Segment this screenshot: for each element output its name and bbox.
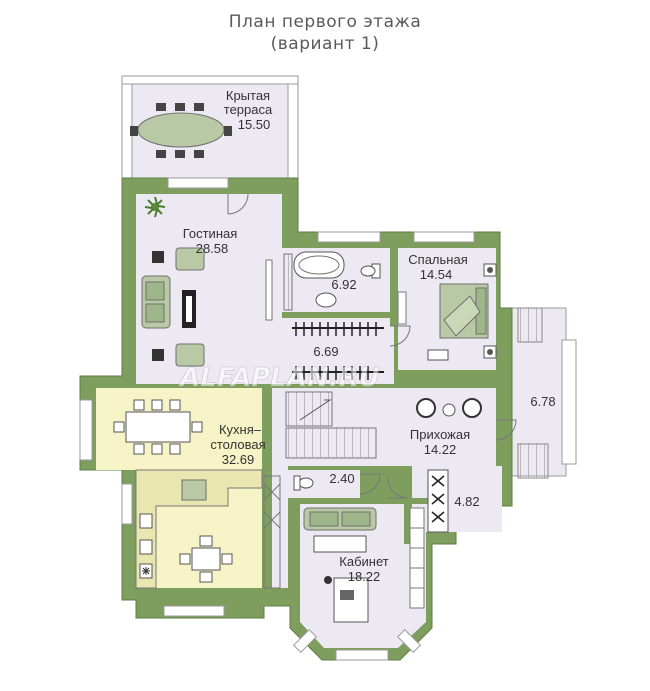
hall-name: Прихожая: [410, 427, 470, 442]
dresser: [427, 349, 449, 361]
terrace-table: [130, 103, 232, 158]
floor-lamp-icon: [152, 251, 164, 361]
bed-icon: [439, 283, 489, 339]
kitchen-counter: [135, 469, 263, 589]
coffee-table: [182, 290, 196, 328]
dining-table-icon: [113, 399, 203, 455]
bedroom-area: 14.54: [420, 267, 453, 282]
desk-icon: [324, 576, 369, 623]
wardrobe-bedroom: [397, 291, 407, 325]
armchair-icon: [175, 247, 205, 367]
hall-area: 14.22: [424, 442, 457, 457]
sink-icon: [315, 292, 337, 308]
bath-area: 6.92: [331, 277, 356, 292]
staircase: [285, 391, 377, 459]
wc-area: 2.40: [329, 471, 354, 486]
bedroom-name: Спальная: [408, 252, 467, 267]
kitchen-name-1: Кухня–: [219, 422, 262, 437]
plant-icon: [144, 196, 166, 218]
porch: [511, 307, 577, 479]
armchair-icon: [416, 398, 482, 418]
tv-stand: [265, 259, 273, 321]
partitions: [96, 248, 496, 606]
wardrobe: [292, 322, 384, 380]
sofa-icon: [141, 275, 171, 329]
plan-subtitle: (вариант 1): [270, 34, 380, 54]
kitchen-area: 32.69: [222, 452, 255, 467]
terrace-name-1: Крытая: [226, 88, 270, 103]
stove-icon: [139, 563, 153, 579]
closet-area: 6.69: [313, 344, 338, 359]
porch-area: 6.78: [530, 394, 555, 409]
terrace-name-2: терраса: [224, 102, 273, 117]
living-area: 28.58: [196, 241, 229, 256]
kitchen-name-2: столовая: [210, 437, 265, 452]
sofa-icon: [303, 507, 377, 531]
windows: [79, 177, 475, 661]
cabinet-shelves: [263, 475, 281, 589]
hall-wardrobe: [427, 469, 449, 533]
storage-area: 4.82: [454, 494, 479, 509]
bathtub-icon: [293, 251, 345, 279]
living-name: Гостиная: [183, 226, 238, 241]
room-labels: Крытая терраса 15.50 Гостиная 28.58 6.92…: [183, 88, 556, 584]
watermark: ALFAPLAN.RU: [178, 363, 380, 393]
doors: [227, 193, 517, 499]
office-area: 18.22: [348, 569, 381, 584]
office-shelves: [409, 507, 425, 609]
office-name: Кабинет: [339, 554, 388, 569]
kitchen-table: [179, 535, 233, 583]
shower: [283, 253, 293, 311]
toilet-icon: [360, 263, 381, 279]
toilet-icon: [293, 475, 314, 491]
plan-title: План первого этажа: [228, 12, 422, 32]
office-table: [313, 535, 367, 553]
nightstand: [483, 263, 497, 359]
terrace-area: 15.50: [238, 117, 271, 132]
